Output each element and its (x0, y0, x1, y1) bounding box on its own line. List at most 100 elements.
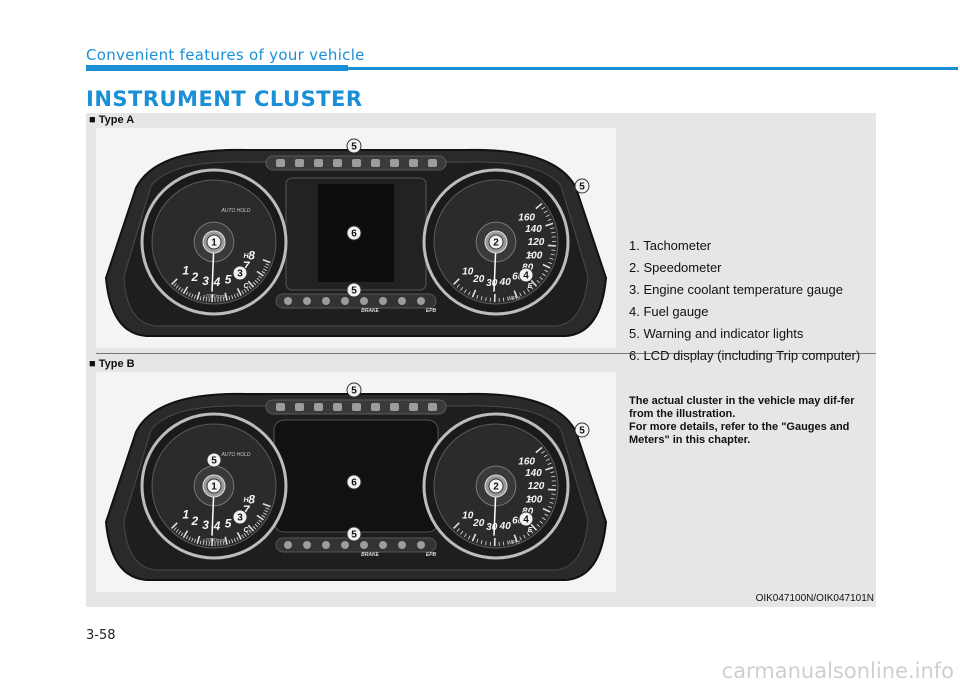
speedometer-tick (460, 286, 464, 291)
cluster-panel-b: BRAKEEPB12345678102030406080100120140160… (96, 372, 616, 592)
warning-light-icon (295, 403, 304, 411)
callout-number: 5 (351, 530, 357, 541)
tachometer-tick (173, 527, 177, 531)
speedometer-tick (551, 249, 556, 251)
tachometer-tick (171, 278, 178, 285)
tachometer-tick (231, 539, 234, 544)
tachometer-tick (193, 294, 197, 299)
tachometer-tick (254, 523, 259, 528)
speedometer-tick (543, 210, 548, 214)
speedometer-tick (543, 454, 548, 458)
legend-item-coolant-gauge: 3. Engine coolant temperature gauge (629, 282, 843, 297)
callout-badge (346, 282, 362, 298)
brake-label: BRAKE (361, 308, 379, 314)
tachometer-tick (247, 524, 255, 532)
tachometer-tick (252, 525, 257, 530)
speedometer-tick (511, 539, 514, 544)
epb-label: EPB (426, 552, 437, 558)
speedometer-label: 140 (525, 224, 542, 235)
speedometer-tick (480, 296, 483, 301)
rpm-unit-label: x1000rpm (202, 294, 225, 300)
tachometer-label: 5 (225, 516, 232, 530)
tachometer-tick (199, 540, 202, 545)
speedometer-tick (549, 257, 554, 260)
fuel-empty-mark: E (528, 527, 533, 534)
cluster-illustration-a: BRAKEEPB12345678102030406080100120140160… (104, 138, 608, 337)
callout-badge (518, 511, 534, 527)
tachometer-tick (188, 292, 191, 297)
tachometer-tick (182, 530, 189, 539)
tachometer-tick (236, 288, 242, 296)
speedometer-tick (536, 279, 541, 284)
tachometer-tick (222, 541, 225, 546)
tachometer-tick (236, 532, 242, 540)
callout-number: 1 (211, 238, 217, 249)
speedometer-tick (485, 297, 487, 302)
speedometer-tick (502, 541, 505, 546)
rpm-unit-label: x1000rpm (202, 538, 225, 544)
warning-light-icon (371, 159, 380, 167)
tachometer-tick (248, 529, 252, 534)
speedometer-label: 20 (472, 274, 485, 285)
tachometer-tick (182, 286, 189, 295)
tachometer-label: 7 (243, 259, 251, 273)
cluster-illustration-b: BRAKEEPB12345678102030406080100120140160… (104, 382, 608, 581)
warning-light-icon (390, 159, 399, 167)
callout-badge (346, 138, 362, 154)
tachometer-tick (262, 259, 271, 264)
speedometer-tick (476, 538, 479, 543)
speedometer-label: 10 (462, 266, 474, 277)
tachometer-tick (228, 539, 231, 544)
tachometer-tick (252, 281, 257, 286)
speedometer-tick (551, 475, 556, 478)
speedometer-tick (471, 289, 477, 298)
speedometer-tick (526, 288, 530, 293)
tachometer-tick (224, 536, 228, 545)
speedometer-tick (535, 446, 543, 454)
tachometer-tick (233, 538, 236, 543)
legend-item-fuel-gauge: 4. Fuel gauge (629, 304, 709, 319)
speedometer-tick (535, 202, 543, 210)
tachometer-tick (188, 536, 191, 541)
coolant-hot-mark: H (243, 253, 249, 260)
cluster-panel-a: BRAKEEPB12345678102030406080100120140160… (96, 128, 616, 348)
speedometer-tick (545, 222, 554, 227)
speedometer-tick (463, 533, 467, 538)
tachometer-tick (173, 283, 177, 287)
tachometer-tick (180, 532, 184, 537)
speedometer-tick (523, 290, 526, 295)
speedometer-tick (550, 253, 555, 256)
tachometer-tick (262, 512, 267, 516)
watermark: carmanualsonline.info (721, 659, 954, 683)
speedometer-tick (550, 497, 555, 500)
speedometer-label: 60 (512, 272, 524, 283)
tachometer-tick (202, 296, 205, 302)
callout-number: 1 (211, 482, 217, 493)
speedometer-label: 120 (528, 237, 545, 248)
tachometer-tick (193, 538, 197, 543)
legend-item-lcd-display: 6. LCD display (including Trip computer) (629, 348, 861, 363)
tachometer-tick (264, 265, 269, 269)
speedometer-tick (542, 507, 551, 513)
type-a-label: ■ Type A (89, 114, 135, 126)
tachometer-tick (185, 291, 189, 296)
tachometer-tick (205, 541, 207, 546)
tachometer-tick (262, 503, 271, 508)
figure-code: OIK047100N/OIK047101N (755, 593, 874, 604)
callout-badge (488, 478, 504, 494)
figure-box: ■ Type A BRAKEEPB12345678102030406080100… (86, 113, 876, 607)
warning-light-icon (314, 159, 323, 167)
speedometer-label: 20 (472, 518, 485, 529)
speedometer-tick (539, 276, 544, 280)
tachometer-tick (256, 521, 261, 525)
tachometer-label: 3 (202, 274, 209, 288)
indicator-light-icon (398, 541, 406, 549)
speedometer-tick (513, 534, 518, 543)
speedometer-tick (548, 505, 553, 509)
tachometer-tick (246, 287, 250, 292)
callout-number: 5 (351, 286, 357, 297)
cluster-group: BRAKEEPB12345678102030406080100120140160… (104, 382, 608, 581)
callout-number: 4 (523, 515, 529, 526)
tachometer-tick (175, 285, 179, 289)
speedometer-tick (471, 533, 477, 542)
